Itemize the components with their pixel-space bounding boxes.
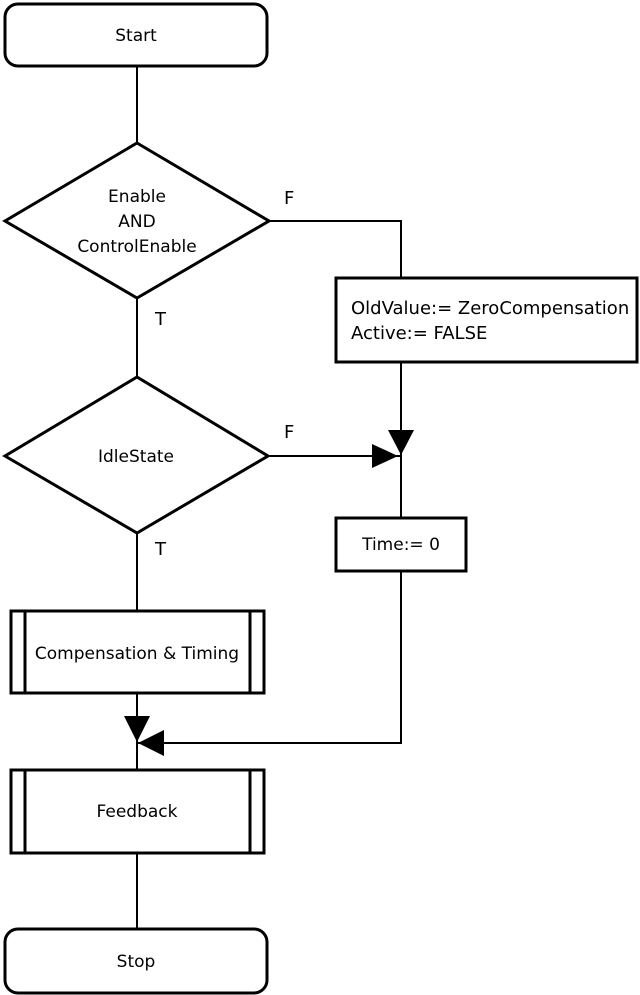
subprocess-feedback: Feedback [9,768,266,855]
arrowheads [124,430,414,756]
edge-label-idle-false: F [284,422,294,443]
arrowhead-down-reset [388,430,414,455]
decision-enable-shape [2,141,272,300]
subprocess-compensation: Compensation & Timing [9,609,266,695]
process-time: Time:= 0 [334,516,468,573]
process-reset: OldValue:= ZeroCompensation Active:= FAL… [334,276,639,364]
process-time-shape [334,516,468,573]
arrowhead-right-idle-false [372,444,398,468]
stop-terminal-shape [3,927,269,995]
subprocess-feedback-shape [9,768,266,855]
decision-enable-line-2: AND [118,212,155,232]
process-reset-line-2: Active:= FALSE [351,323,487,344]
edge-label-enable-true: T [154,309,167,330]
edge-labels: F T F T [154,188,294,560]
edge-label-enable-false: F [284,188,294,209]
edge-time-to-merge [137,571,402,744]
process-reset-shape [334,276,639,364]
process-reset-line-1: OldValue:= ZeroCompensation [351,298,629,319]
arrowhead-down-compensation [124,716,150,742]
decision-enable: Enable AND ControlEnable [2,141,272,300]
start-terminal: Start [3,2,269,68]
edge-label-idle-true: T [154,539,167,560]
subprocess-compensation-shape [9,609,266,695]
start-terminal-shape [3,2,269,68]
decision-idle-label: IdleState [98,447,174,467]
arrowhead-left-time [138,730,164,756]
subprocess-feedback-label: Feedback [97,802,178,822]
edges [136,67,402,929]
decision-idle: IdleState [2,375,271,535]
subprocess-compensation-label: Compensation & Timing [35,644,239,664]
decision-enable-line-3: ControlEnable [77,237,196,257]
decision-idle-shape [2,375,271,535]
decision-enable-line-1: Enable [108,187,166,207]
process-time-label: Time:= 0 [361,535,440,555]
start-terminal-label: Start [115,26,157,46]
stop-terminal: Stop [3,927,269,995]
edge-enable-false-to-reset [269,220,402,278]
stop-terminal-label: Stop [117,952,156,972]
